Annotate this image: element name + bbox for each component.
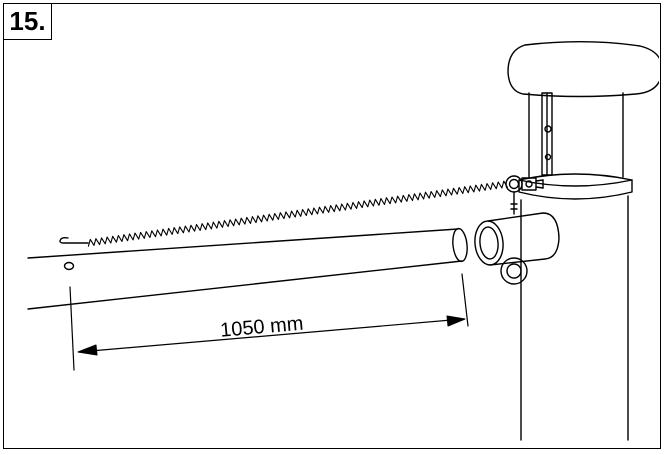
lamp-column [528,92,624,178]
post [520,195,629,441]
step-number: 15. [3,3,52,40]
spring-hook [59,236,89,244]
post-collar [518,173,633,200]
arm-clamp [474,212,560,285]
dimension-label: 1050 mm [219,313,304,342]
dimension-lines [69,273,469,371]
barrier-arm [27,227,468,310]
dimension-arrow-left [77,344,98,356]
illustration-frame [3,3,661,449]
dimension-arrow-right [446,315,466,327]
lamp-cap [507,41,659,98]
tension-spring [87,180,508,247]
